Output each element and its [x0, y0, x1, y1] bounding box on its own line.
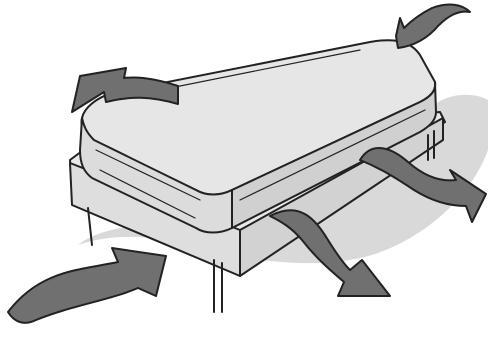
mattress-texture	[95, 49, 426, 219]
arrow-out-right-icon	[359, 146, 487, 223]
floor-shadow	[78, 94, 488, 264]
bed-leg-front-left	[87, 207, 93, 246]
arrow-in-top-right-icon	[395, 3, 471, 49]
arrow-out-left-icon	[71, 67, 179, 113]
arrow-in-bottom-left-icon	[7, 247, 167, 324]
mattress-side-face	[231, 81, 437, 229]
bed-leg-front-middle	[213, 259, 223, 313]
bed-leg-back-right	[427, 130, 435, 161]
mattress	[79, 39, 437, 234]
arrow-out-bottom-icon	[269, 209, 391, 297]
